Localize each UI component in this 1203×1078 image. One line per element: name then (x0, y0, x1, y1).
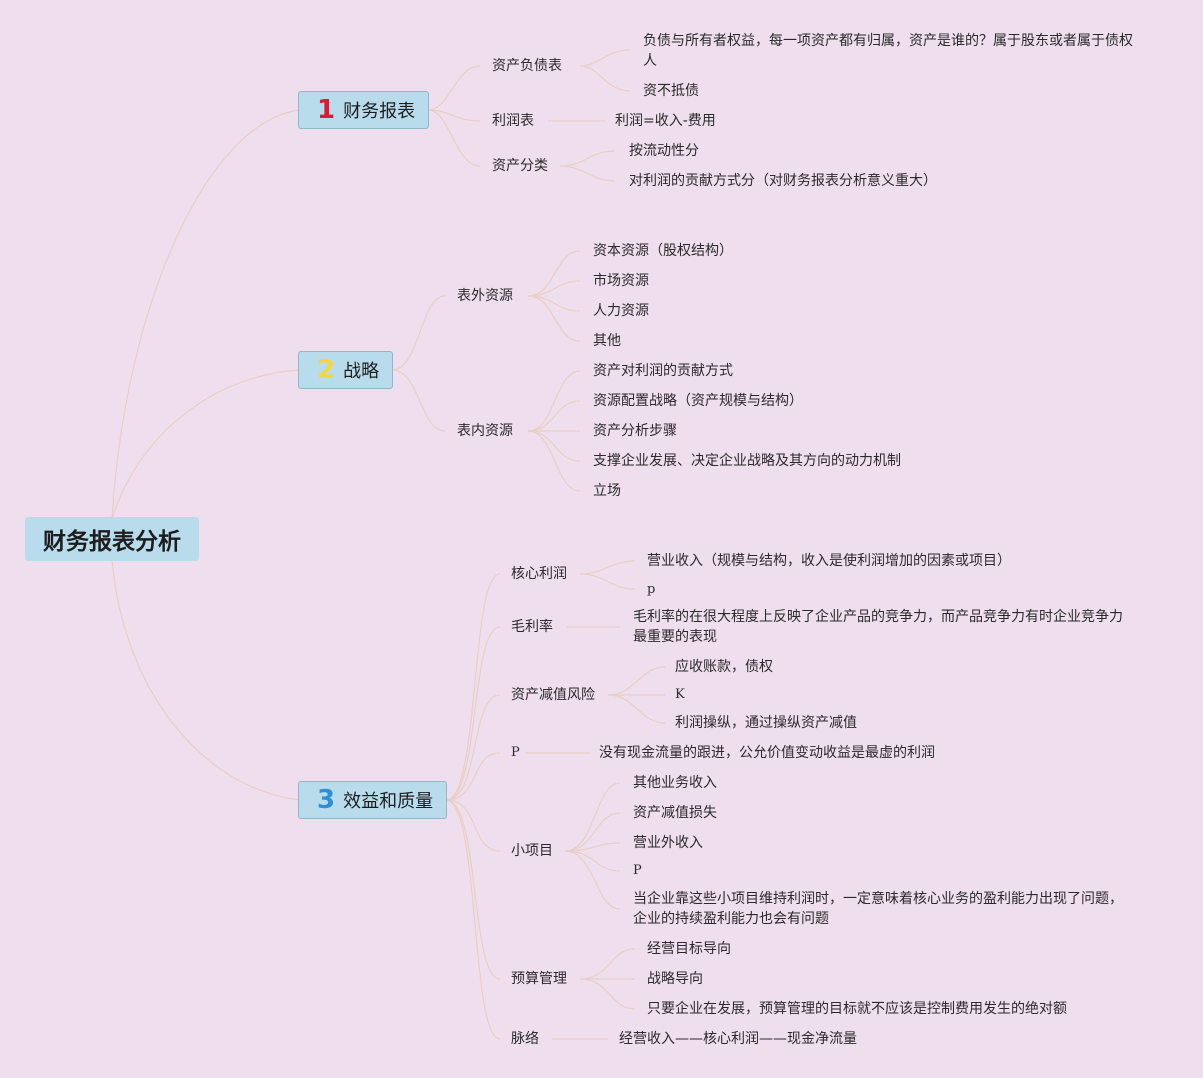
topic-market-resources[interactable]: 市场资源 (593, 273, 649, 289)
topic-income-statement[interactable]: 利润表 (492, 113, 534, 129)
topic-asset-profit-contribution[interactable]: 资产对利润的贡献方式 (593, 363, 733, 379)
topic-by-profit-contribution[interactable]: 对利润的贡献方式分（对财务报表分析意义重大） (629, 173, 937, 189)
edge (445, 799, 501, 980)
number-3-icon: 3 (317, 785, 336, 815)
topic-context[interactable]: 脉络 (511, 1031, 539, 1047)
edge (607, 694, 666, 724)
topic-standpoint[interactable]: 立场 (593, 483, 621, 499)
branch-strategy[interactable]: 2 战略 (298, 351, 393, 389)
topic-strategy-oriented[interactable]: 战略导向 (647, 971, 703, 987)
edge (579, 948, 636, 980)
topic-other-business-income[interactable]: 其他业务收入 (633, 775, 717, 791)
topic-p-item[interactable]: P (633, 863, 642, 878)
branch-label: 效益和质量 (343, 791, 434, 812)
branch-financial-statements[interactable]: 1 财务报表 (298, 91, 429, 129)
topic-off-balance-resources[interactable]: 表外资源 (457, 288, 513, 304)
topic-fair-value-note[interactable]: 没有现金流量的跟进，公允价值变动收益是最虚的利润 (599, 745, 935, 761)
edge (111, 369, 301, 521)
topic-budget-management[interactable]: 预算管理 (511, 971, 567, 987)
topic-by-liquidity[interactable]: 按流动性分 (629, 143, 699, 159)
topic-driving-mechanism[interactable]: 支撑企业发展、决定企业战略及其方向的动力机制 (593, 453, 901, 469)
topic-resource-allocation[interactable]: 资源配置战略（资产规模与结构） (593, 393, 803, 409)
edge (527, 295, 581, 342)
edge (445, 799, 501, 1040)
edge (579, 573, 636, 590)
edge (445, 694, 501, 801)
number-2-icon: 2 (317, 355, 336, 385)
edge (445, 799, 501, 852)
topic-profit-manipulation[interactable]: 利润操纵，通过操纵资产减值 (675, 715, 857, 731)
topic-insolvency[interactable]: 资不抵债 (643, 83, 699, 99)
topic-receivables[interactable]: 应收账款，债权 (675, 659, 773, 675)
topic-minor-items-note[interactable]: 当企业靠这些小项目维持利润时，一定意味着核心业务的盈利能力出现了问题，企业的持续… (633, 891, 1123, 927)
branch-label: 财务报表 (343, 101, 416, 122)
edge (527, 430, 581, 462)
branch-label: 战略 (343, 361, 380, 382)
edge (579, 49, 631, 67)
topic-impairment-risk[interactable]: 资产减值风险 (511, 687, 595, 703)
topic-budget-note[interactable]: 只要企业在发展，预算管理的目标就不应该是控制费用发生的绝对额 (647, 1001, 1067, 1017)
topic-balance-sheet[interactable]: 资产负债表 (492, 58, 562, 74)
topic-p-lower[interactable]: p (647, 582, 656, 597)
branch-efficiency-quality[interactable]: 3 效益和质量 (298, 781, 447, 819)
topic-core-profit[interactable]: 核心利润 (511, 566, 567, 582)
topic-other[interactable]: 其他 (593, 333, 621, 349)
edge (427, 109, 481, 167)
edge (111, 109, 301, 521)
topic-asset-classification[interactable]: 资产分类 (492, 158, 548, 174)
edge (427, 109, 481, 122)
edge (445, 573, 501, 801)
edge (391, 369, 446, 432)
topic-gross-margin[interactable]: 毛利率 (511, 619, 553, 635)
edge (607, 666, 666, 696)
edge (527, 400, 581, 432)
edge (564, 782, 621, 852)
topic-operating-revenue[interactable]: 营业收入（规模与结构，收入是使利润增加的因素或项目） (647, 553, 1011, 569)
edge (564, 812, 621, 852)
root-topic-label: 财务报表分析 (43, 529, 181, 555)
edge (579, 560, 636, 575)
edge (559, 150, 616, 167)
topic-liabilities-equity[interactable]: 负债与所有者权益，每一项资产都有归属，资产是谁的？属于股东或者属于债权人 (643, 33, 1133, 69)
topic-asset-analysis-steps[interactable]: 资产分析步骤 (593, 423, 677, 439)
topic-profit-formula[interactable]: 利润=收入-费用 (615, 113, 716, 129)
edge (564, 850, 621, 872)
topic-non-operating-income[interactable]: 营业外收入 (633, 835, 703, 851)
edge (527, 280, 581, 297)
topic-p-branch[interactable]: P (511, 745, 520, 760)
edge (427, 65, 481, 111)
topic-gross-margin-note[interactable]: 毛利率的在很大程度上反映了企业产品的竞争力，而产品竞争力有时企业竞争力最重要的表… (633, 609, 1123, 645)
topic-impairment-loss[interactable]: 资产减值损失 (633, 805, 717, 821)
edge (579, 65, 631, 92)
edge (111, 559, 301, 801)
edge (527, 250, 581, 297)
topic-revenue-profit-cashflow[interactable]: 经营收入——核心利润——现金净流量 (619, 1031, 857, 1047)
root-topic[interactable]: 财务报表分析 (25, 517, 199, 561)
edge (445, 626, 501, 801)
topic-goal-oriented[interactable]: 经营目标导向 (647, 941, 731, 957)
number-1-icon: 1 (317, 95, 336, 125)
topic-human-resources[interactable]: 人力资源 (593, 303, 649, 319)
topic-on-balance-resources[interactable]: 表内资源 (457, 423, 513, 439)
edge (445, 752, 501, 801)
edge (391, 295, 446, 371)
edge (564, 850, 621, 910)
edge (527, 430, 581, 492)
topic-minor-items[interactable]: 小项目 (511, 843, 553, 859)
edge (527, 370, 581, 432)
topic-k[interactable]: K (675, 687, 685, 702)
edge (579, 978, 636, 1010)
edge (559, 165, 616, 182)
topic-capital-resources[interactable]: 资本资源（股权结构） (593, 243, 733, 259)
edge (527, 295, 581, 312)
